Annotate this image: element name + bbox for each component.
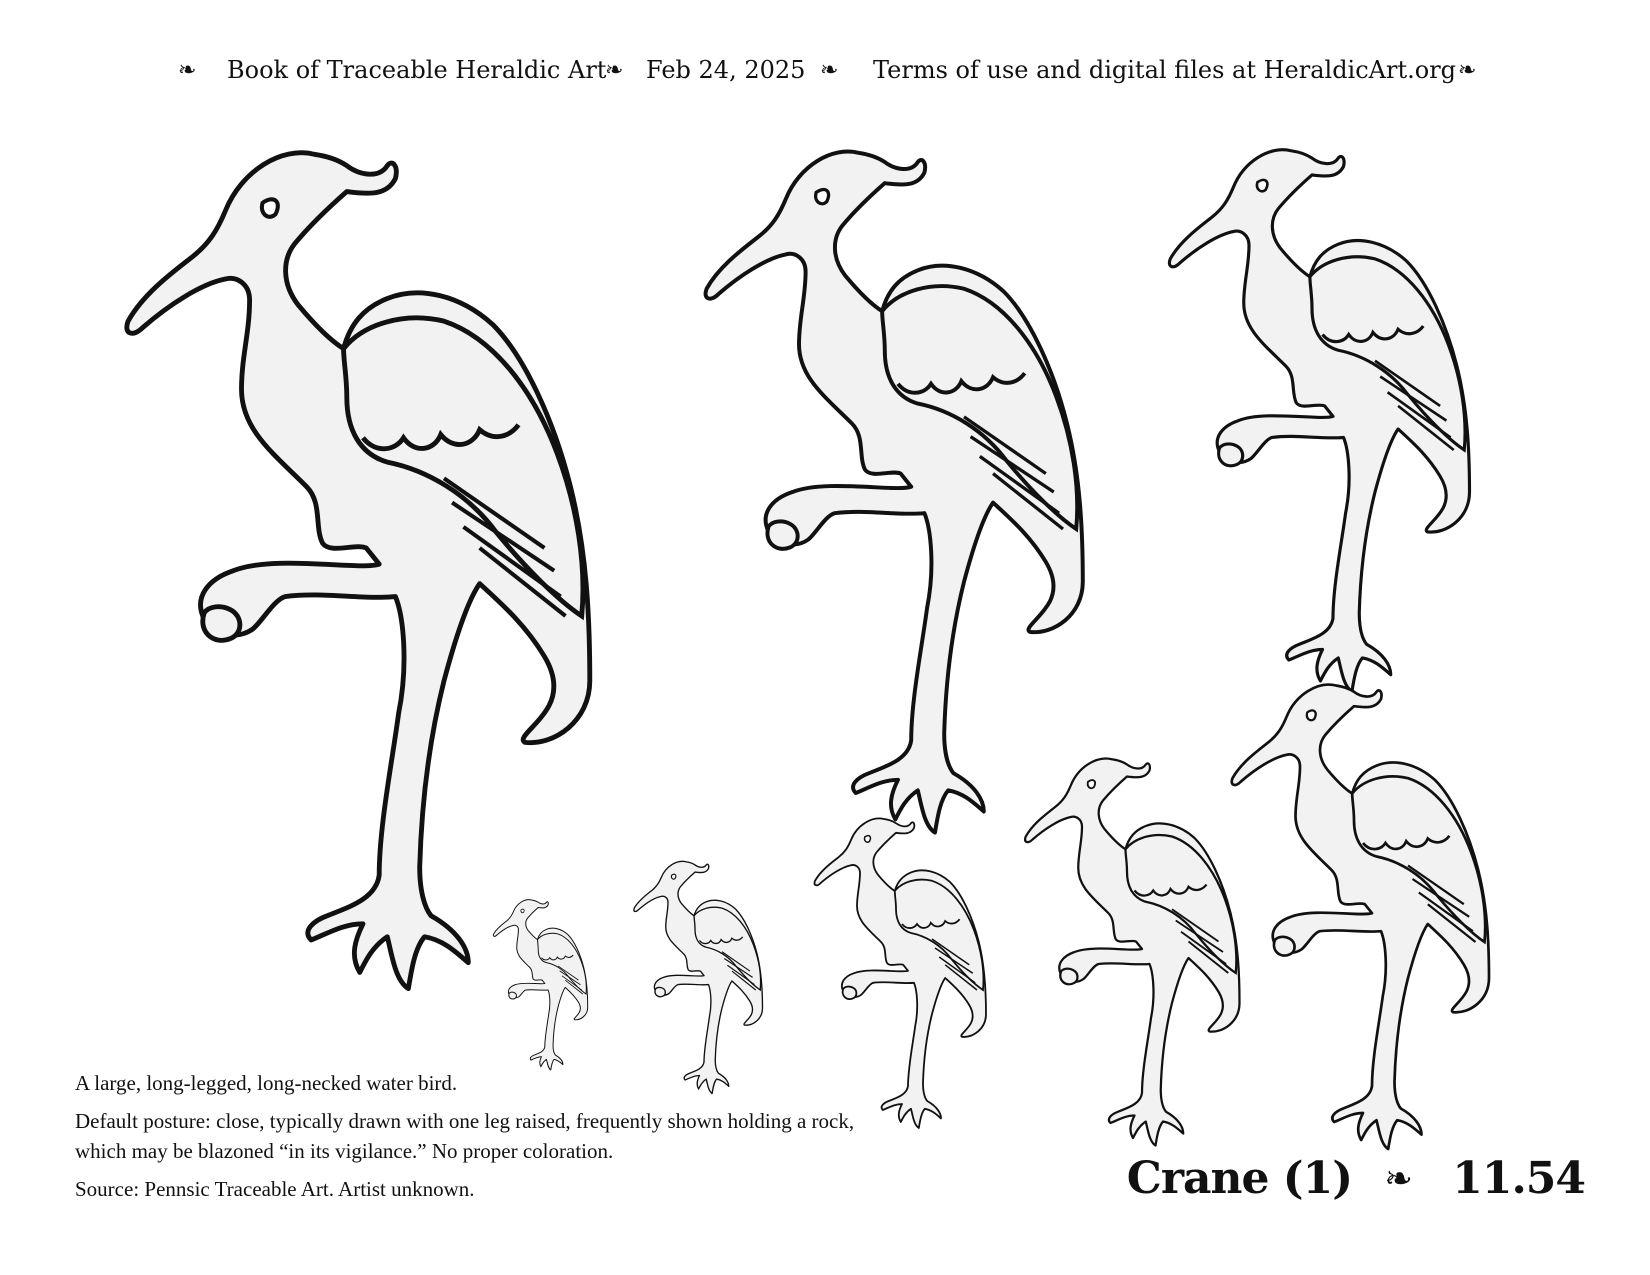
caption-definition: A large, long-legged, long-necked water …	[75, 1071, 458, 1095]
crane-small-4	[492, 899, 589, 1071]
caption-posture: Default posture: close, typically drawn …	[75, 1109, 855, 1163]
book-title: Book of Traceable Heraldic Art	[227, 56, 607, 84]
plate-label: Crane (1) ❧ 11.54	[1126, 1150, 1586, 1204]
fleuron-icon: ❧	[1384, 1158, 1412, 1199]
terms-link-text: Terms of use and digital files at Herald…	[873, 56, 1457, 84]
crane-medium-1	[703, 149, 1085, 835]
caption-source: Source: Pennsic Traceable Art. Artist un…	[75, 1177, 475, 1201]
crane-large	[127, 153, 590, 989]
fleuron-icon: ❧	[178, 58, 197, 83]
description-caption: A large, long-legged, long-necked water …	[75, 1068, 1075, 1212]
header-date: Feb 24, 2025	[646, 56, 806, 84]
fleuron-icon: ❧	[1458, 58, 1477, 83]
crane-small-3	[633, 860, 764, 1095]
fleuron-icon: ❧	[820, 58, 839, 83]
plate-number: 11.54	[1452, 1153, 1586, 1204]
page-header: ❧ Book of Traceable Heraldic Art ❧ Feb 2…	[0, 56, 1650, 96]
crane-medium-2	[1167, 148, 1472, 694]
fleuron-icon: ❧	[605, 58, 624, 83]
plate-name: Crane (1)	[1126, 1153, 1353, 1204]
crane-medium-3	[1230, 683, 1491, 1151]
